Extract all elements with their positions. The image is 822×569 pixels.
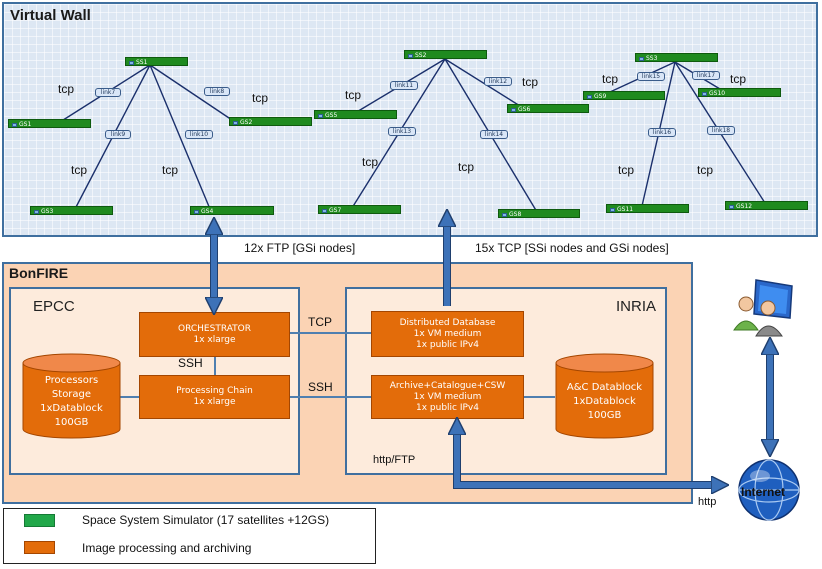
archive-title: Archive+Catalogue+CSW (389, 380, 506, 391)
link-14[interactable]: link14 (480, 130, 508, 139)
link-18[interactable]: link18 (707, 126, 735, 135)
cylinder-shape (22, 353, 121, 439)
tcp-label: tcp (58, 82, 75, 96)
tcp-transfer-label: 15x TCP [SSi nodes and GSi nodes] (475, 241, 669, 255)
http-ftp-label: http/FTP (373, 454, 416, 466)
node-gs10[interactable]: GS10 (698, 88, 781, 97)
link-10[interactable]: link10 (185, 130, 213, 139)
bonfire-title: BonFIRE (9, 265, 69, 281)
tcp-label: tcp (730, 72, 747, 86)
archive-catalogue-box[interactable]: Archive+Catalogue+CSW 1x VM medium 1x pu… (371, 375, 524, 419)
node-gs4[interactable]: GS4 (190, 206, 274, 215)
orchestrator-title: ORCHESTRATOR (177, 323, 252, 334)
legend (3, 508, 376, 564)
virtual-wall-title: Virtual Wall (10, 7, 91, 24)
processing-chain-box[interactable]: Processing Chain 1x xlarge (139, 375, 290, 419)
node-ss1[interactable]: SS1 (125, 57, 188, 66)
link-13[interactable]: link13 (388, 127, 416, 136)
link-16[interactable]: link16 (648, 128, 676, 137)
tcp-label: tcp (697, 163, 714, 177)
link-9[interactable]: link9 (105, 130, 131, 139)
link-11[interactable]: link11 (390, 81, 418, 90)
node-gs1[interactable]: GS1 (8, 119, 91, 128)
tcp-label: tcp (162, 163, 179, 177)
ftp-transfer-label: 12x FTP [GSi nodes] (244, 241, 356, 255)
node-gs2[interactable]: GS2 (229, 117, 312, 126)
tcp-label: tcp (252, 91, 269, 105)
datablock-line-2: 1xDatablock (573, 396, 636, 407)
tcp-label: tcp (71, 163, 88, 177)
ssh-connection-label: SSH (308, 380, 333, 394)
datablock-line-3: 100GB (587, 410, 622, 421)
distributed-database-box[interactable]: Distributed Database 1x VM medium 1x pub… (371, 311, 524, 357)
node-ss3[interactable]: SS3 (635, 53, 718, 62)
internet-label: Internet (741, 485, 786, 499)
storage-line-4: 100GB (54, 417, 89, 428)
processing-chain-size: 1x xlarge (193, 397, 236, 407)
orchestrator-size: 1x xlarge (193, 334, 236, 345)
storage-line-1: Processors (44, 375, 99, 386)
virtual-wall-panel (2, 2, 818, 237)
link-8[interactable]: link8 (204, 87, 230, 96)
processing-chain-title: Processing Chain (176, 386, 253, 396)
datablock-line-1: A&C Datablock (566, 382, 643, 393)
storage-line-2: Storage (51, 389, 92, 400)
inria-label: INRIA (616, 298, 657, 315)
legend-green-label: Space System Simulator (17 satellites +1… (82, 513, 330, 527)
link-17[interactable]: link17 (692, 71, 720, 80)
distributed-db-title: Distributed Database (399, 317, 496, 328)
tcp-label: tcp (362, 155, 379, 169)
node-ss2[interactable]: SS2 (404, 50, 487, 59)
internet-globe-icon (738, 459, 800, 521)
node-gs11[interactable]: GS11 (606, 204, 689, 213)
processors-storage-cylinder[interactable]: Processors Storage 1xDatablock 100GB (22, 353, 121, 439)
epcc-label: EPCC (33, 298, 75, 315)
tcp-label: tcp (458, 160, 475, 174)
link-12[interactable]: link12 (484, 77, 512, 86)
users-computer-icon (733, 279, 793, 337)
legend-orange-label: Image processing and archiving (82, 541, 252, 555)
tcp-connection-label: TCP (308, 315, 332, 329)
archive-ip: 1x public IPv4 (416, 402, 479, 413)
link-7[interactable]: link7 (95, 88, 121, 97)
node-gs5[interactable]: GS5 (314, 110, 397, 119)
node-gs9[interactable]: GS9 (583, 91, 665, 100)
node-gs3[interactable]: GS3 (30, 206, 113, 215)
node-gs8[interactable]: GS8 (498, 209, 580, 218)
storage-line-3: 1xDatablock (40, 403, 103, 414)
node-gs6[interactable]: GS6 (507, 104, 589, 113)
node-gs12[interactable]: GS12 (725, 201, 808, 210)
tcp-label: tcp (345, 88, 362, 102)
ssh-vertical-label: SSH (178, 356, 203, 370)
link-15[interactable]: link15 (637, 72, 665, 81)
legend-green-swatch (24, 514, 55, 527)
archive-vm: 1x VM medium (413, 391, 482, 402)
distributed-db-vm: 1x VM medium (413, 328, 482, 339)
distributed-db-ip: 1x public IPv4 (416, 339, 479, 350)
node-gs7[interactable]: GS7 (318, 205, 401, 214)
tcp-label: tcp (602, 72, 619, 86)
tcp-label: tcp (522, 75, 539, 89)
legend-orange-swatch (24, 541, 55, 554)
tcp-label: tcp (618, 163, 635, 177)
http-label: http (698, 496, 717, 508)
